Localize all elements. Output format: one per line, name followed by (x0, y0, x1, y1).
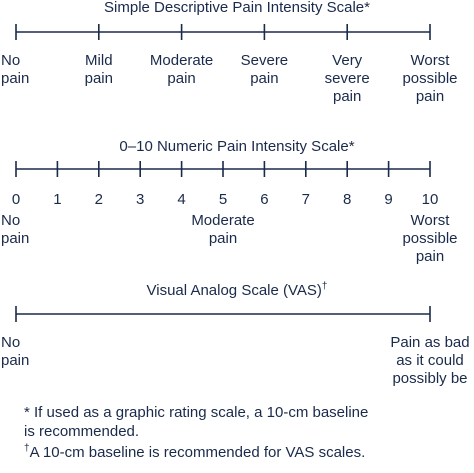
numeric-tick-label: 5 (218, 191, 228, 208)
descriptive-label-5-line: pain (415, 88, 445, 105)
descriptive-label-4-line: Very (332, 52, 363, 69)
vas-anchor-right-line: Pain as bad (390, 334, 470, 351)
vas-anchor-left-line: pain (1, 352, 30, 369)
vas-anchor-right-line: possibly be (392, 370, 468, 387)
footnote-2-mark: † (24, 443, 30, 454)
descriptive-title-mark: * (364, 0, 370, 16)
numeric-tick-label: 4 (177, 191, 186, 208)
descriptive-label-3-line: pain (250, 70, 279, 87)
vas-title-mark: † (321, 281, 328, 292)
numeric-tick-label: 7 (301, 191, 310, 208)
numeric-title-text: 0–10 Numeric Pain Intensity Scale (119, 138, 349, 155)
numeric-tick-label: 0 (11, 191, 21, 208)
descriptive-label-4-line: severe (324, 70, 370, 87)
descriptive-label-5-line: possible (402, 70, 458, 87)
descriptive-label-5-line: Worst (410, 52, 450, 69)
descriptive-scale-title: Simple Descriptive Pain Intensity Scale* (0, 0, 474, 17)
vas-anchor-left-line: No (1, 334, 21, 351)
descriptive-label-0-line: pain (1, 70, 30, 87)
numeric-anchor-left-line: No (1, 212, 21, 229)
numeric-tick-label: 8 (343, 191, 352, 208)
vas-title: Visual Analog Scale (VAS)† (0, 282, 474, 300)
descriptive-label-2-line: pain (167, 70, 196, 87)
descriptive-title-text: Simple Descriptive Pain Intensity Scale (104, 0, 365, 16)
footnote-2: †A 10-cm baseline is recommended for VAS… (24, 443, 365, 462)
numeric-anchor-right-line: pain (415, 248, 445, 265)
numeric-anchor-mid-line: pain (208, 230, 238, 247)
numeric-anchor-right-line: possible (402, 230, 458, 247)
numeric-anchor-left-line: pain (1, 230, 30, 247)
numeric-tick-label: 2 (94, 191, 103, 208)
numeric-scale-title: 0–10 Numeric Pain Intensity Scale* (0, 138, 474, 156)
footnote-1-line-1: * If used as a graphic rating scale, a 1… (24, 404, 369, 421)
numeric-tick-label: 9 (384, 191, 393, 208)
descriptive-label-3-line: Severe (240, 52, 289, 69)
footnote-2-text: A 10-cm baseline is recommended for VAS … (29, 444, 366, 461)
descriptive-label-1-line: Mild (85, 52, 113, 69)
numeric-tick-label: 10 (421, 191, 439, 208)
vas-title-text: Visual Analog Scale (VAS) (146, 282, 322, 299)
numeric-anchor-right-line: Worst (410, 212, 450, 229)
descriptive-label-4-line: pain (333, 88, 362, 105)
descriptive-label-2-line: Moderate (149, 52, 214, 69)
descriptive-label-0-line: No (1, 52, 21, 69)
numeric-tick-label: 3 (136, 191, 145, 208)
footnote-1: * If used as a graphic rating scale, a 1… (24, 403, 368, 441)
descriptive-label-1-line: pain (84, 70, 113, 87)
footnote-1-line-2: is recommended. (24, 423, 140, 440)
numeric-tick-label: 1 (53, 191, 62, 208)
numeric-title-mark: * (348, 138, 355, 155)
numeric-tick-label: 6 (260, 191, 269, 208)
numeric-anchor-mid-line: Moderate (191, 212, 255, 229)
vas-anchor-right-line: as it could (396, 352, 464, 369)
